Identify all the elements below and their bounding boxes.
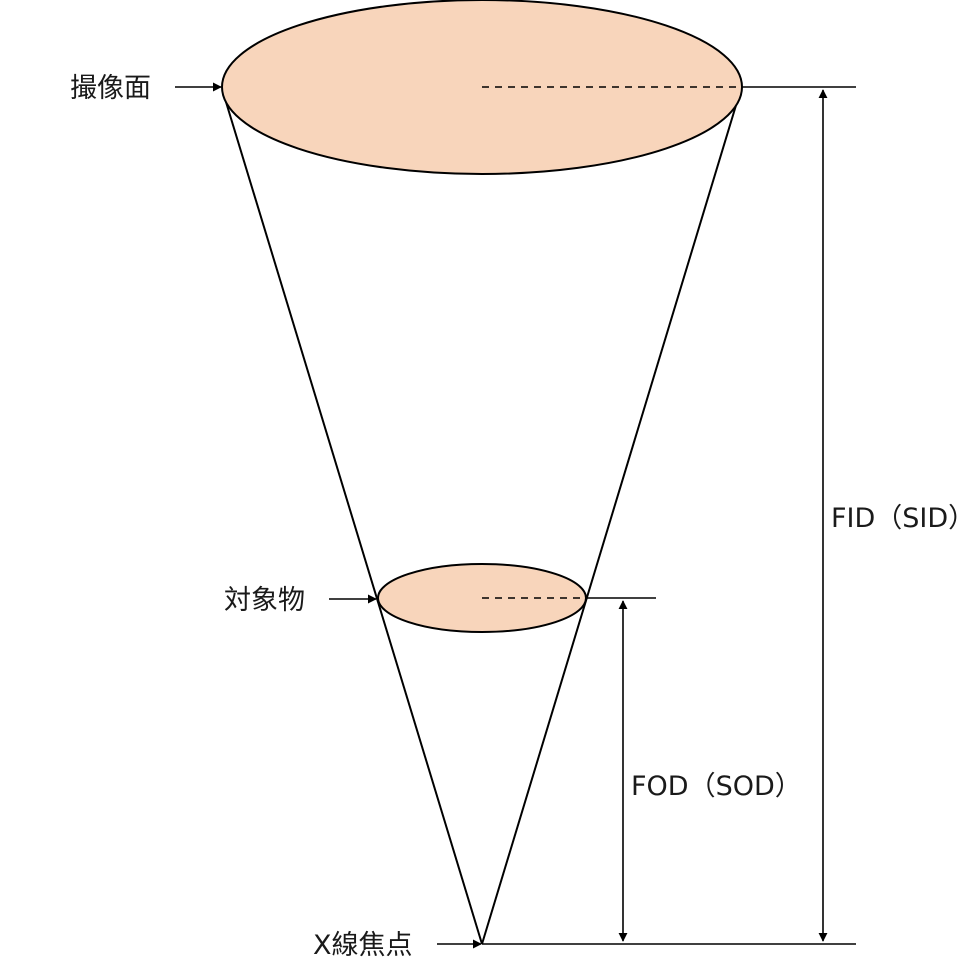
object-label: 対象物 <box>224 585 305 616</box>
fid-label: FID（SID） <box>831 503 960 534</box>
cone-left-edge <box>225 101 483 945</box>
imaging-plane-label: 撮像面 <box>70 73 151 104</box>
fod-label: FOD（SOD） <box>631 771 802 802</box>
focal-spot-label: X線焦点 <box>313 930 413 960</box>
cone-right-edge <box>481 101 738 945</box>
